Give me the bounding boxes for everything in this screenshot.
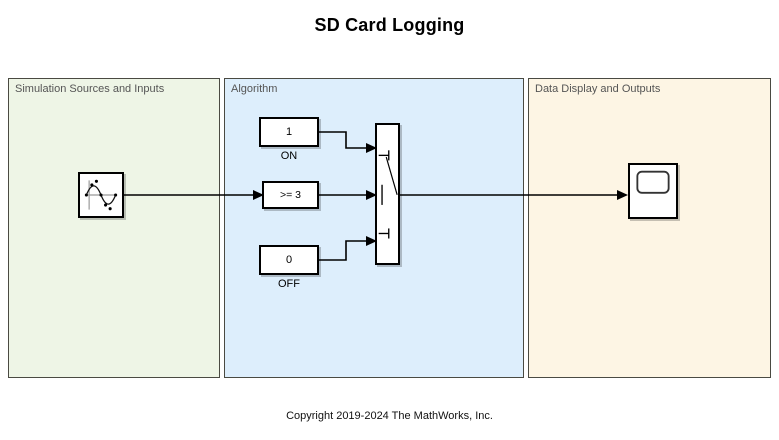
constant-value-off: 0 [285,254,293,266]
panel-simulation-sources-and-inputs[interactable]: Simulation Sources and Inputs [8,78,220,378]
block-caption-off: OFF [278,278,300,290]
scope-block[interactable] [628,163,678,219]
compare-to-constant-block[interactable]: >= 3 [262,181,319,209]
panel-label-algorithm: Algorithm [231,83,278,95]
panel-data-display-and-outputs[interactable]: Data Display and Outputs [528,78,771,378]
page-title: SD Card Logging [314,15,465,35]
constant-value-on: 1 [285,126,293,138]
panel-label-sources: Simulation Sources and Inputs [15,83,165,95]
block-caption-on: ON [280,150,298,162]
switch-icon [378,150,398,239]
copyright-text: Copyright 2019-2024 The MathWorks, Inc. [286,410,493,422]
constant-block-off[interactable]: 0 [259,245,319,275]
signal-editor-block[interactable] [78,172,124,218]
panel-label-outputs: Data Display and Outputs [535,83,661,95]
switch-block[interactable] [375,123,400,265]
sine-wave-with-markers-icon [84,179,118,211]
scope-screen-icon [636,170,670,194]
constant-block-on[interactable]: 1 [259,117,319,147]
compare-expression: >= 3 [279,189,302,201]
